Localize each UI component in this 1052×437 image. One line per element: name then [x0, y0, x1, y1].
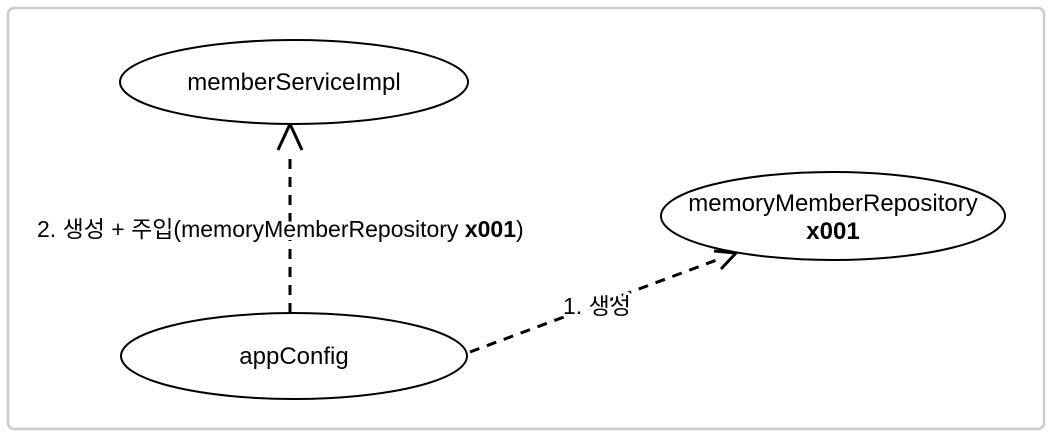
edge-create-line	[469, 256, 723, 354]
node-ellipse-app-config	[120, 312, 468, 400]
node-ellipse-memory-member-repository	[660, 171, 1006, 261]
node-memory-member-repository: memoryMemberRepository x001	[660, 171, 1006, 261]
node-app-config: appConfig	[120, 312, 468, 400]
edge-create-inject-label: 2. 생성 + 주입(memoryMemberRepository x001)	[37, 216, 524, 242]
edge-create-inject-label-prefix: 2. 생성 + 주입(memoryMemberRepository	[37, 216, 465, 242]
edge-create-inject-label-suffix: )	[516, 216, 524, 242]
node-label-app-config: appConfig	[239, 343, 348, 370]
node-ellipse-member-service-impl	[119, 39, 469, 125]
node-member-service-impl: memberServiceImpl	[119, 39, 469, 125]
edge-create-inject-label-instance: x001	[465, 216, 516, 242]
edge-create-label: 1. 생성	[563, 293, 631, 319]
node-label-memory-member-repository: memoryMemberRepository	[688, 190, 977, 217]
node-instance-label-x001: x001	[806, 218, 859, 245]
node-label-member-service-impl: memberServiceImpl	[187, 69, 400, 96]
